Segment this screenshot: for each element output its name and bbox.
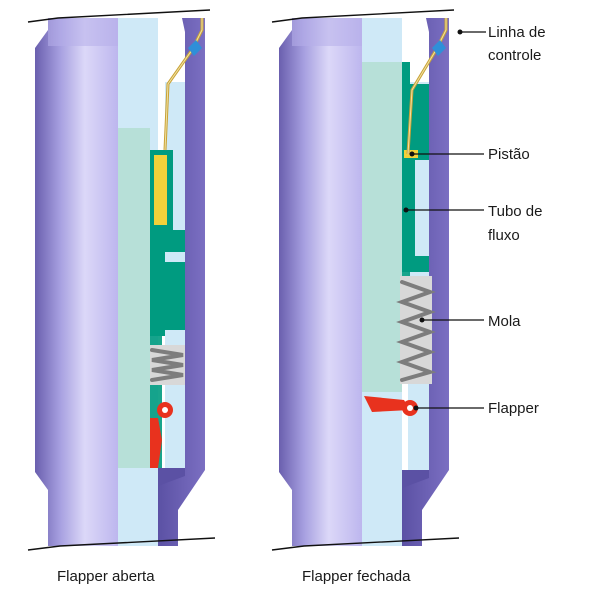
caption-open: Flapper aberta bbox=[57, 568, 155, 585]
left-flapper bbox=[150, 402, 173, 468]
right-flow-tube bbox=[402, 62, 429, 272]
right-flapper bbox=[364, 396, 418, 416]
right-housing-top bbox=[292, 18, 362, 46]
caption-closed: Flapper fechada bbox=[302, 568, 411, 585]
right-bottom-break bbox=[271, 537, 460, 551]
left-piston bbox=[154, 155, 167, 225]
label-flow-tube-2: fluxo bbox=[488, 227, 520, 244]
label-control-line-2: controle bbox=[488, 47, 541, 64]
left-control-fitting bbox=[188, 40, 202, 56]
left-top-break bbox=[27, 9, 211, 23]
label-flow-tube-1: Tubo de bbox=[488, 203, 543, 220]
label-flapper: Flapper bbox=[488, 400, 539, 417]
label-piston: Pistão bbox=[488, 146, 530, 163]
label-spring: Mola bbox=[488, 313, 521, 330]
right-valve bbox=[271, 9, 460, 551]
leader-lines bbox=[403, 29, 486, 411]
left-spring bbox=[150, 345, 185, 385]
left-housing-right-wall bbox=[158, 18, 205, 546]
right-lower-shoulder bbox=[402, 470, 429, 488]
left-housing-body bbox=[35, 18, 118, 546]
left-bottom-break bbox=[27, 537, 216, 551]
right-flow-tube-inner bbox=[362, 62, 402, 392]
left-valve bbox=[27, 9, 216, 551]
right-housing-body bbox=[279, 18, 362, 546]
right-top-break bbox=[271, 9, 455, 23]
right-spring bbox=[396, 276, 437, 384]
left-housing-top bbox=[48, 18, 118, 46]
right-housing-right-wall bbox=[402, 18, 449, 546]
left-flow-tube-inner bbox=[118, 128, 150, 468]
left-lower-shoulder bbox=[158, 468, 185, 486]
right-control-fitting bbox=[432, 40, 446, 56]
label-control-line-1: Linha de bbox=[488, 24, 546, 41]
